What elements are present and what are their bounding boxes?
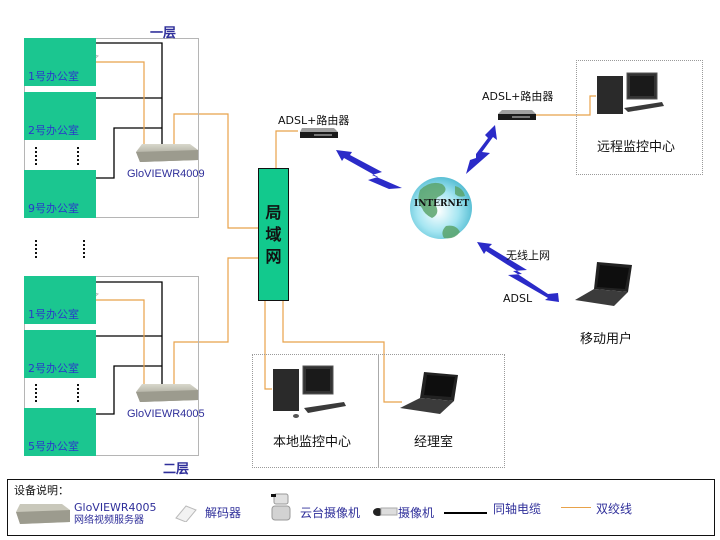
lan-block: 局 域 网 [258,168,289,301]
legend-twisted-pair-label: 双绞线 [596,502,633,516]
mobile-adsl-label: ADSL [503,292,533,305]
wireless-label: 无线上网 [506,249,550,262]
router-local-label: ADSL+路由器 [278,114,350,127]
legend-camera-icon [373,507,398,516]
router-remote-icon [498,110,536,120]
remote-router-pc-line [536,95,596,116]
remote-pc-icon [597,72,664,114]
legend-dvr-label: GloVIEWR4005 网络视频服务器 [74,502,157,527]
floor1-room-9: 9号办公室 [24,170,96,218]
legend-twisted-pair-line [561,507,591,508]
legend-coax-line [444,512,487,514]
room-label: 9号办公室 [28,202,79,215]
remote-center-box [576,60,703,175]
legend-decoder-icon [175,505,197,522]
router-local-icon [300,128,338,138]
local-center-label: 本地监控中心 [273,435,352,450]
floor1-room-1: 1号办公室 [24,38,96,86]
floor2-room-2: 2号办公室 [24,330,96,378]
dvr-floor1-icon [136,144,198,162]
room-label: 2号办公室 [28,362,79,375]
wireless-link-local [336,150,402,189]
local-pc-icon [273,365,346,418]
room-label: 2号办公室 [28,124,79,137]
wireless-link-remote [466,125,497,174]
legend-dvr-icon [16,504,70,524]
dvr-floor2-label: GloVIEWR4005 [127,408,205,420]
lan-char: 域 [265,224,282,244]
room-label: 1号办公室 [28,70,79,83]
floor1-title: 一层 [150,26,177,41]
room-label: 1号办公室 [28,308,79,321]
room-label: 5号办公室 [28,440,79,453]
ellipsis-dots [83,240,85,258]
legend-ptz-camera-label: 云台摄像机 [300,506,361,520]
remote-center-label: 远程监控中心 [597,140,676,155]
lan-local-center-line [264,301,272,390]
dvr-floor2-icon [136,384,198,402]
manager-room-label: 经理室 [414,435,454,450]
lan-char: 网 [265,246,282,266]
legend-camera-label: 摄像机 [398,506,435,520]
legend-dvr-line1: GloVIEWR4005 [74,501,157,514]
ellipsis-dots [77,384,79,402]
ellipsis-dots [35,384,37,402]
lan-char: 局 [265,202,282,222]
ellipsis-dots [35,147,37,165]
legend-ptz-camera-icon [271,493,291,521]
lan-router-line [275,130,298,168]
router-remote-label: ADSL+路由器 [482,90,554,103]
manager-laptop-icon [400,372,458,414]
ellipsis-dots [35,240,37,258]
wireless-link-mobile [477,242,559,302]
ellipsis-dots [77,147,79,165]
legend-title: 设备说明： [14,484,69,497]
floor2-room-1: 1号办公室 [24,276,96,324]
floor1-room-2: 2号办公室 [24,92,96,140]
mobile-user-label: 移动用户 [580,332,633,347]
floor2-room-5: 5号办公室 [24,408,96,456]
internet-label: INTERNET [414,199,470,209]
floor2-title: 二层 [163,462,190,477]
office-divider [378,354,379,468]
lan-manager-line [282,301,402,403]
legend-box: 设备说明： GloVIEWR4005 网络视频服务器 解码器 云台摄像机 摄像机… [7,479,715,536]
mobile-laptop-icon [575,262,632,306]
legend-dvr-line2: 网络视频服务器 [74,515,144,526]
legend-decoder-label: 解码器 [205,506,242,520]
internet-globe-icon [410,177,472,239]
legend-coax-label: 同轴电缆 [493,502,542,516]
dvr-floor1-label: GloVIEWR4009 [127,168,205,180]
